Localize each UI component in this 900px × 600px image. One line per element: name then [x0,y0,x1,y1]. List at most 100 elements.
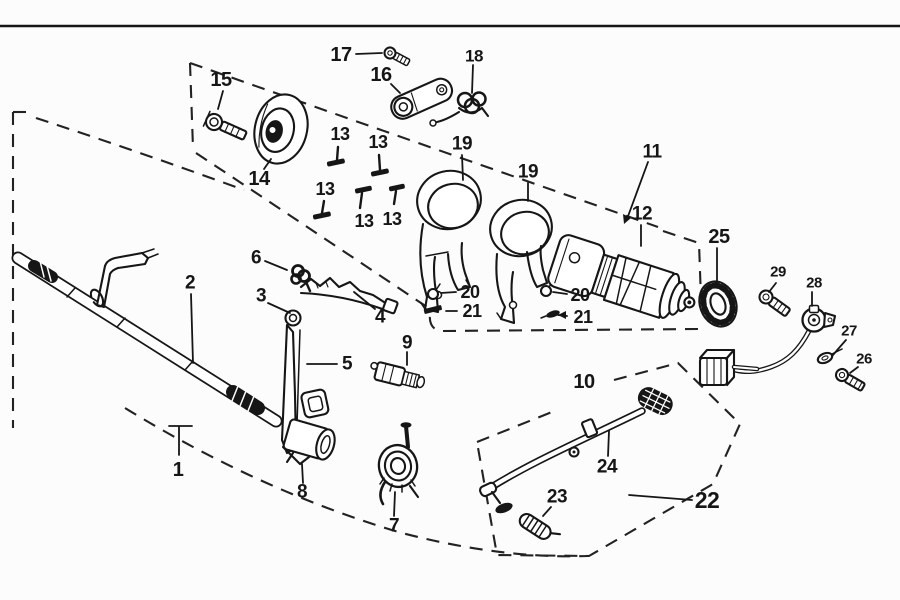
dashed-boundaries [11,62,742,558]
part-label-13: 13 [315,179,335,199]
clip-21-left [423,305,443,314]
dowel-pin-13-b [370,153,389,177]
bolt-26 [834,367,866,392]
part-label-26: 26 [856,351,872,368]
part-label-9: 9 [402,333,412,354]
part-label-13: 13 [382,209,402,229]
leader-line [440,291,457,294]
boundary-dashed-line [662,230,703,300]
boundary-dashed-line [476,411,553,443]
part-label-13: 13 [354,211,374,231]
leader-line [168,425,193,456]
part-label-18: 18 [465,47,483,66]
sensor-28 [698,304,837,387]
part-label-28: 28 [806,275,822,292]
part-label-23: 23 [547,487,567,508]
part-label-7: 7 [389,516,399,537]
part-label-29: 29 [770,264,786,281]
cam-plate-disc [253,93,309,165]
shift-drum [547,234,696,319]
boundary-dashed-line [188,62,195,149]
leader-line [461,154,464,181]
part-label-11: 11 [642,142,662,163]
return-spring [377,422,420,506]
part-label-14: 14 [248,168,271,190]
leader-line [626,161,649,220]
part-label-1: 1 [173,459,184,481]
leader-line [768,282,777,293]
part-label-21: 21 [573,307,593,327]
stopper-arm [390,77,454,120]
leader-line [353,291,376,310]
spring-18 [429,91,490,127]
boundary-dashed-line [35,117,245,191]
bolt-15 [202,110,248,141]
pedal-spring [518,512,561,540]
arm-pivot-hole [284,309,302,327]
leader-line [263,158,272,170]
part-label-19: 19 [518,162,538,183]
leader-line [542,506,552,517]
bearing-25 [698,280,738,328]
leader-line [190,293,194,364]
part-label-8: 8 [297,482,307,503]
part-label-22: 22 [695,487,720,513]
part-label-25: 25 [708,226,730,248]
ratchet-arm [299,276,399,315]
leader-line [267,302,291,314]
leader-line [628,494,693,501]
neutral-switch [370,361,426,389]
part-label-16: 16 [370,64,392,86]
leader-line [390,83,401,94]
leader-line [832,339,847,356]
bolt-17 [383,46,411,67]
wire-clamp-27 [816,348,843,365]
part-label-10: 10 [573,371,595,393]
dowel-pin-13-d [354,185,372,210]
part-label-6: 6 [251,248,261,269]
leader-line [355,52,383,55]
leader-line [393,491,396,517]
spindle-circlip [89,288,105,308]
part-label-21: 21 [462,301,482,321]
part-label-13: 13 [368,132,388,152]
leader-line [301,463,304,484]
part-label-24: 24 [597,457,618,478]
part-label-19: 19 [452,134,472,155]
part-label-3: 3 [256,286,266,307]
gearchange-pedal [478,387,673,514]
leader-line [264,260,288,271]
gearshift-spindle [11,248,283,428]
leader-line [471,64,474,94]
part-label-13: 13 [330,124,350,144]
detent-spring [290,264,312,293]
part-label-15: 15 [210,69,232,91]
leader-line [552,291,568,295]
part-label-5: 5 [342,354,353,375]
bolt-29 [758,289,791,317]
dowel-pin-13-c [312,199,331,220]
leader-lines [168,52,859,517]
parts-artwork [11,46,866,540]
spring-seat-loop [300,388,330,419]
boundary-dashed-line [195,152,428,308]
leader-line [557,314,568,317]
wire-connector [698,348,760,387]
part-label-27: 27 [841,323,857,340]
part-label-2: 2 [185,273,195,294]
guide-pin-20-left [426,283,441,301]
part-label-17: 17 [330,44,352,66]
boundary-dashed-line [189,62,659,228]
clip-21-right [540,310,566,319]
shift-fork-right [489,198,553,325]
leader-line [607,430,610,457]
leader-line [849,366,859,374]
boundary-dashed-line [124,407,589,558]
part-label-20: 20 [460,282,480,302]
dowel-pin-13-a [326,145,345,167]
collar-8 [282,418,336,461]
part-label-4: 4 [375,307,386,328]
